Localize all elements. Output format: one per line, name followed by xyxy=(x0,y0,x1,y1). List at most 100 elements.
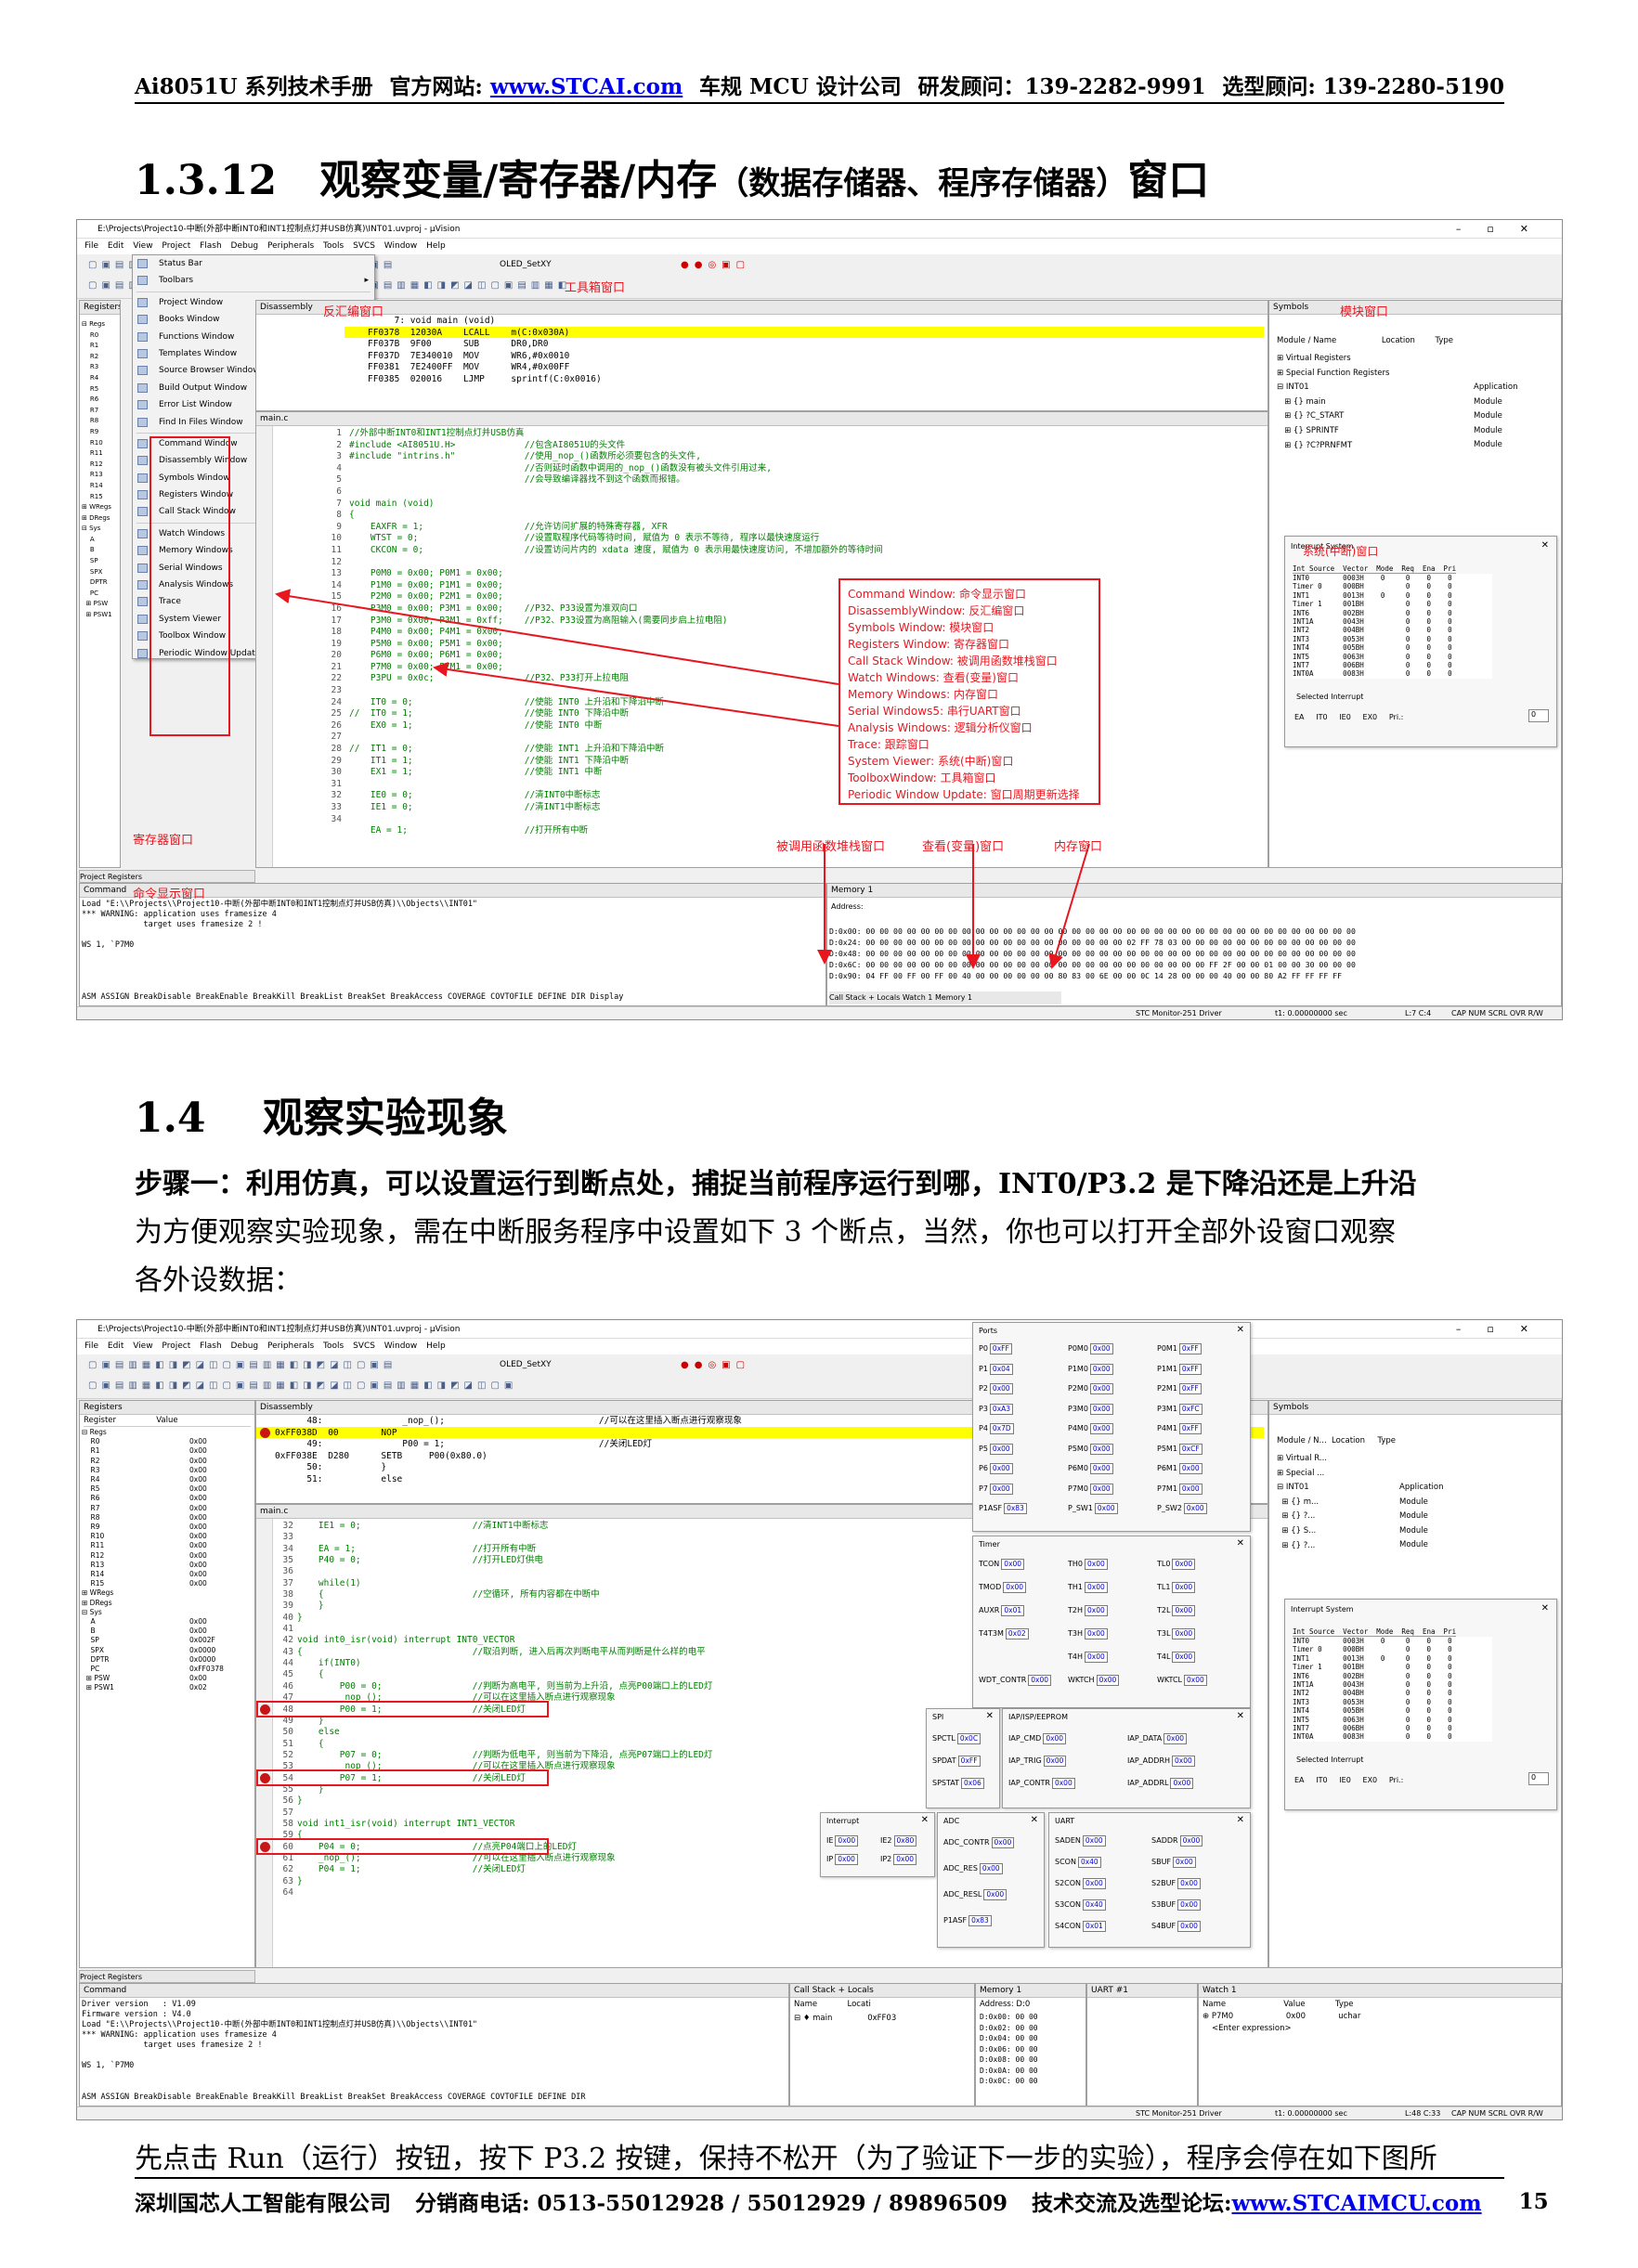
sfr-value-field[interactable]: 0x01 xyxy=(1001,1605,1025,1616)
sfr-value-field[interactable]: 0x00 xyxy=(1096,1675,1120,1686)
sfr-value-field[interactable]: 0x00 xyxy=(989,1443,1013,1455)
sfr-value-field[interactable]: 0xFF xyxy=(989,1343,1012,1354)
ide1-interrupt-system[interactable]: Interrupt System ✕ Int Source Vector Mod… xyxy=(1284,536,1557,747)
sfr-value-field[interactable]: 0x00 xyxy=(835,1835,859,1847)
sfr-value-field[interactable]: 0x00 xyxy=(1184,1675,1207,1686)
sfr-value-field[interactable]: 0x00 xyxy=(835,1854,858,1865)
sfr-value-field[interactable]: 0x00 xyxy=(1178,1483,1202,1495)
breakpoint-line-54[interactable] xyxy=(260,1773,270,1783)
sfr-value-field[interactable]: 0x00 xyxy=(1028,1675,1052,1686)
sfr-value-field[interactable]: 0x00 xyxy=(1089,1443,1113,1455)
ide1-bottom-tabs[interactable]: Project Registers xyxy=(79,870,255,883)
ide1-mem-tabs[interactable]: Call Stack + Locals Watch 1 Memory 1 xyxy=(829,991,1061,1004)
forum-link[interactable]: www.STCAIMCU.com xyxy=(1231,2191,1482,2216)
sfr-value-field[interactable]: 0x04 xyxy=(989,1363,1013,1375)
ide2-source-code[interactable]: IE1 = 0; //清INT1中断标志 EA = 1; //打开所有中断 P4… xyxy=(297,1521,713,1886)
sfr-value-field[interactable]: 0x00 xyxy=(1089,1463,1113,1474)
sfr-value-field[interactable]: 0xFF xyxy=(1178,1423,1202,1434)
sfr-value-field[interactable]: 0x00 xyxy=(1089,1483,1113,1495)
sfr-value-field[interactable]: 0x00 xyxy=(979,1863,1003,1874)
ide1-target-select[interactable]: OLED_SetXY xyxy=(500,260,552,269)
sfr-value-field[interactable]: 0x00 xyxy=(983,1889,1008,1900)
view-menu-item[interactable]: Disassembly Window xyxy=(133,452,374,469)
sfr-value-field[interactable]: 0x00 xyxy=(1085,1605,1108,1616)
sfr-value-field[interactable]: 0x00 xyxy=(1043,1756,1067,1767)
view-menu-item[interactable]: Status Bar xyxy=(133,255,374,272)
sfr-value-field[interactable]: 0x00 xyxy=(1089,1423,1113,1434)
sfr-value-field[interactable]: 0x00 xyxy=(989,1383,1013,1394)
sfr-value-field[interactable]: 0x83 xyxy=(1004,1503,1027,1514)
sfr-value-field[interactable]: 0x00 xyxy=(1177,1921,1201,1932)
ide1-source-code[interactable]: //外部中断INT0和INT1控制点灯并USB仿真 #include <AI80… xyxy=(349,428,883,836)
ide2-interrupt-system[interactable]: Interrupt System ✕ Int Source Vector Mod… xyxy=(1284,1599,1557,1810)
sfr-value-field[interactable]: 0x00 xyxy=(1089,1403,1113,1415)
sfr-value-field[interactable]: 0x40 xyxy=(1083,1899,1106,1911)
sfr-value-field[interactable]: 0x00 xyxy=(1085,1628,1108,1639)
sfr-value-field[interactable]: 0x83 xyxy=(968,1915,992,1926)
ide2-menubar[interactable]: File Edit View Project Flash Debug Perip… xyxy=(77,1339,1562,1354)
sfr-value-field[interactable]: 0x00 xyxy=(1172,1628,1196,1639)
view-menu-item[interactable]: Project Window xyxy=(133,294,374,311)
ide2-target-select[interactable]: OLED_SetXY xyxy=(500,1360,552,1369)
sfr-value-field[interactable]: 0xFF xyxy=(1178,1363,1202,1375)
ide2-bottom-tabs[interactable]: Project Registers xyxy=(79,1970,255,1983)
view-menu-item[interactable]: Registers Window xyxy=(133,486,374,503)
ide1-command-bar[interactable]: ASM ASSIGN BreakDisable BreakEnable Brea… xyxy=(82,992,624,1002)
sfr-value-field[interactable]: 0x00 xyxy=(1172,1605,1196,1616)
sfr-value-field[interactable]: 0x02 xyxy=(1005,1628,1029,1639)
sfr-value-field[interactable]: 0xA3 xyxy=(989,1403,1014,1415)
sfr-value-field[interactable]: 0x00 xyxy=(1001,1559,1025,1570)
sfr-value-field[interactable]: 0x00 xyxy=(1043,1733,1067,1744)
sfr-value-field[interactable]: 0x00 xyxy=(1003,1582,1027,1593)
ide2-toolbar[interactable]: ▢▣▤▥▦◧◨◩◪◫▢▣▤▥▦◧◨◩◪◫▢▣▤ ▢▣▤▥▦◧◨◩◪◫▢▣▤▥▦◧… xyxy=(77,1354,1562,1399)
sfr-value-field[interactable]: 0x00 xyxy=(1085,1582,1108,1593)
sfr-value-field[interactable]: 0x00 xyxy=(1094,1503,1118,1514)
sfr-value-field[interactable]: 0x00 xyxy=(1082,1835,1106,1847)
sfr-value-field[interactable]: 0x00 xyxy=(1173,1857,1196,1868)
sfr-value-field[interactable]: 0x00 xyxy=(1085,1652,1108,1663)
sfr-value-field[interactable]: 0xFF xyxy=(957,1756,981,1767)
sfr-value-field[interactable]: 0x00 xyxy=(989,1483,1013,1495)
sfr-value-field[interactable]: 0x00 xyxy=(1089,1383,1113,1394)
ide2-disasm-breakpoint[interactable] xyxy=(260,1428,270,1438)
sfr-value-field[interactable]: 0x00 xyxy=(991,1837,1015,1848)
breakpoint-line-48[interactable] xyxy=(260,1704,270,1715)
sfr-value-field[interactable]: 0xFF xyxy=(1178,1383,1202,1394)
sfr-value-field[interactable]: 0x00 xyxy=(1051,1778,1075,1789)
sfr-value-field[interactable]: 0x00 xyxy=(1170,1778,1194,1789)
sfr-value-field[interactable]: 0xFF xyxy=(1178,1343,1202,1354)
view-menu-item[interactable]: Books Window xyxy=(133,311,374,328)
sfr-value-field[interactable]: 0x00 xyxy=(1177,1899,1201,1911)
sfr-value-field[interactable]: 0x00 xyxy=(1089,1343,1113,1354)
sfr-value-field[interactable]: 0x00 xyxy=(1164,1733,1188,1744)
ide1-menubar[interactable]: File Edit View Project Flash Debug Perip… xyxy=(77,239,1562,254)
view-menu-item[interactable]: Command Window xyxy=(133,435,374,452)
sfr-value-field[interactable]: 0x40 xyxy=(1077,1857,1101,1868)
view-menu-item[interactable]: Build Output Window xyxy=(133,380,374,396)
sfr-value-field[interactable]: 0x7D xyxy=(989,1423,1014,1434)
sfr-value-field[interactable]: 0x06 xyxy=(960,1778,984,1789)
sfr-value-field[interactable]: 0x00 xyxy=(1172,1756,1195,1767)
sfr-value-field[interactable]: 0x00 xyxy=(1179,1835,1203,1847)
sfr-value-field[interactable]: 0x00 xyxy=(1172,1652,1196,1663)
ide1-editor-tab[interactable]: main.c xyxy=(256,412,1268,426)
view-menu-item[interactable]: Functions Window xyxy=(133,329,374,345)
view-menu-item[interactable]: Find In Files Window xyxy=(133,414,374,431)
sfr-value-field[interactable]: 0x00 xyxy=(1083,1878,1106,1889)
sfr-value-field[interactable]: 0x0C xyxy=(956,1733,982,1744)
sfr-value-field[interactable]: 0xFC xyxy=(1178,1403,1202,1415)
sfr-value-field[interactable]: 0x00 xyxy=(1085,1559,1108,1570)
view-menu-item[interactable]: Toolbox Window xyxy=(133,628,374,644)
breakpoint-line-62[interactable] xyxy=(260,1842,270,1852)
sfr-value-field[interactable]: 0x00 xyxy=(1089,1363,1113,1375)
view-menu-item[interactable]: Error List Window xyxy=(133,396,374,413)
sfr-value-field[interactable]: 0x00 xyxy=(1172,1582,1196,1593)
view-menu-item[interactable]: Templates Window xyxy=(133,345,374,362)
sfr-value-field[interactable]: 0x80 xyxy=(893,1835,917,1847)
